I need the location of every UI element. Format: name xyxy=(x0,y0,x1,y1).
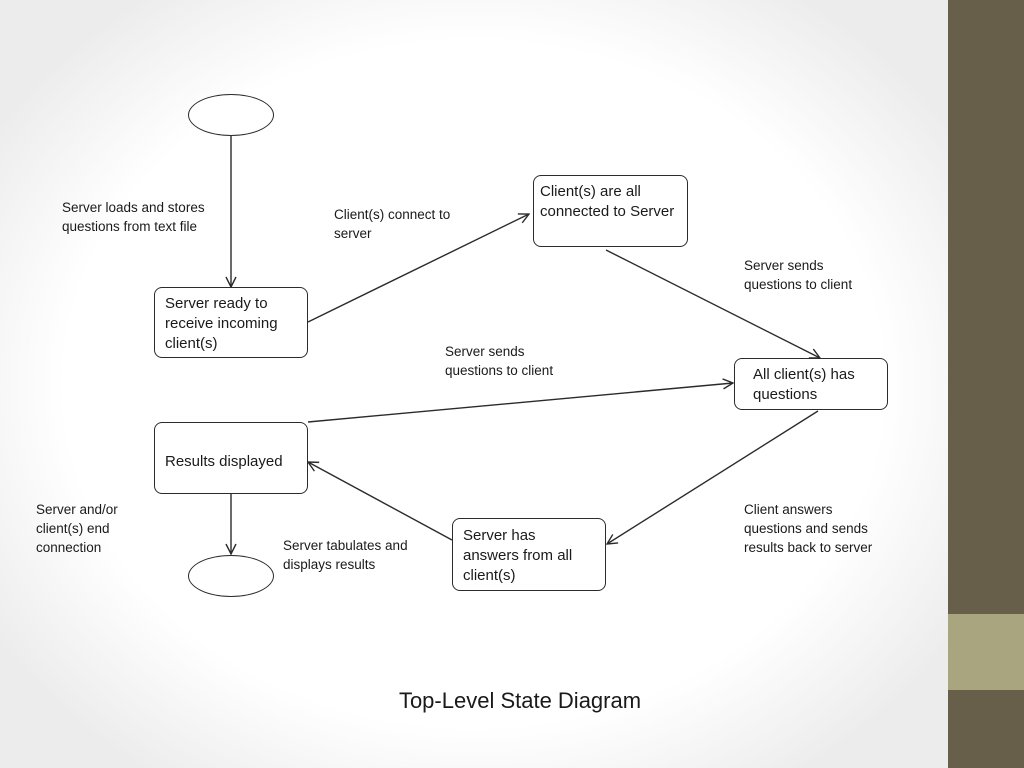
label-load-questions: Server loads and stores questions from t… xyxy=(62,200,205,234)
label-send-questions-2: Server sends questions to client xyxy=(445,344,554,378)
state-clients-connected: Client(s) are all connected to Server xyxy=(533,175,688,247)
arrow-answers-to-results xyxy=(308,462,453,541)
arrow-results-to-questions xyxy=(307,383,733,423)
end-state-ellipse xyxy=(188,555,274,597)
state-server-ready: Server ready to receive incoming client(… xyxy=(154,287,308,358)
state-clients-have-questions: All client(s) has questions xyxy=(734,358,888,410)
label-end-connection: Server and/or client(s) end connection xyxy=(36,502,118,555)
arrow-questions-to-answers xyxy=(607,410,819,544)
side-bar-accent xyxy=(948,614,1024,690)
arrow-connected-to-questions xyxy=(605,249,820,358)
state-results-displayed: Results displayed xyxy=(154,422,308,494)
start-state-ellipse xyxy=(188,94,274,136)
label-connect: Client(s) connect to server xyxy=(334,207,451,241)
label-send-questions-1: Server sends questions to client xyxy=(744,258,853,292)
label-tabulate: Server tabulates and displays results xyxy=(283,538,408,572)
label-answer: Client answers questions and sends resul… xyxy=(744,502,873,555)
diagram-arrows xyxy=(0,136,948,768)
state-server-has-answers: Server has answers from all client(s) xyxy=(452,518,606,591)
diagram-title: Top-Level State Diagram xyxy=(398,688,642,713)
arrow-server-ready-to-connected xyxy=(307,214,529,323)
